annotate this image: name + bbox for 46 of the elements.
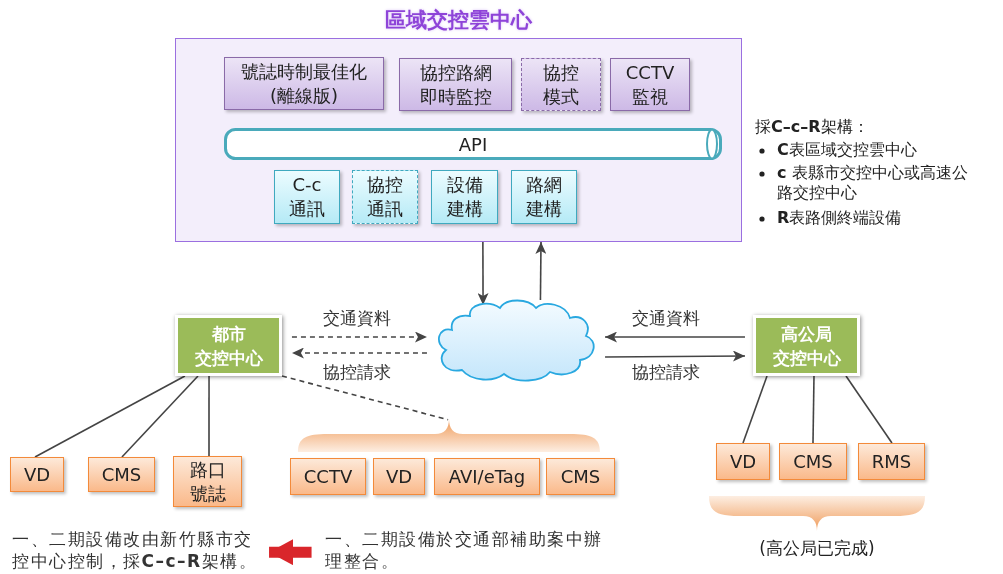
center-box: 都市交控中心 — [175, 315, 282, 376]
device-box: CMS — [546, 458, 615, 495]
panel-title: 區域交控雲中心 — [384, 7, 533, 33]
module-box: 協控通訊 — [352, 170, 418, 224]
arrow — [604, 331, 746, 343]
device-box: VD — [10, 457, 64, 492]
device-box: CMS — [779, 443, 847, 480]
arrow — [604, 350, 746, 362]
device-box: CCTV — [290, 458, 366, 495]
device-box: CMS — [88, 457, 155, 492]
arrow — [269, 539, 312, 566]
module-box: 協控路網即時監控 — [399, 58, 512, 111]
bullet-item: c 表縣市交控中心或高速公路交控中心 — [777, 163, 969, 203]
center-box: 高公局交控中心 — [753, 315, 860, 376]
connector-line — [845, 375, 893, 444]
device-box: VD — [716, 443, 770, 480]
edge-label: 交通資料 — [630, 308, 702, 328]
dashed-line — [281, 375, 449, 421]
note-text: 一、二期設備改由新竹縣市交控中心控制，採C–c–R架構。 — [12, 528, 264, 572]
edge-label: 協控請求 — [630, 362, 702, 382]
connector-line — [208, 375, 210, 457]
module-box: CCTV監視 — [610, 58, 690, 111]
arrow — [535, 241, 547, 301]
module-box: 路網建構 — [511, 170, 577, 224]
caption-text: (高公局已完成) — [758, 538, 876, 558]
module-box: C-c通訊 — [274, 170, 340, 224]
device-box: AVI/eTag — [434, 458, 540, 495]
edge-label: 交通資料 — [321, 308, 393, 328]
device-box: 路口號誌 — [173, 456, 242, 507]
module-box: 協控模式 — [521, 58, 601, 111]
arrow — [291, 347, 428, 359]
connector-line — [34, 375, 186, 458]
device-box: RMS — [858, 443, 925, 480]
module-box: 設備建構 — [431, 170, 498, 224]
connector-line — [742, 375, 768, 444]
bullet-item: C表區域交控雲中心 — [777, 140, 918, 160]
module-box: 號誌時制最佳化(離線版) — [224, 57, 384, 110]
note-text: 一、二期設備於交通部補助案中辦理整合。 — [325, 528, 617, 572]
bullet-item: R表路側終端設備 — [777, 208, 903, 228]
api-pipe: API — [224, 128, 722, 160]
connector-line — [812, 375, 815, 444]
arrow — [291, 331, 428, 343]
note-heading: 採C–c–R架構： — [755, 117, 869, 137]
connector-line — [121, 375, 199, 458]
device-box: VD — [373, 458, 425, 495]
edge-label: 協控請求 — [321, 362, 393, 382]
